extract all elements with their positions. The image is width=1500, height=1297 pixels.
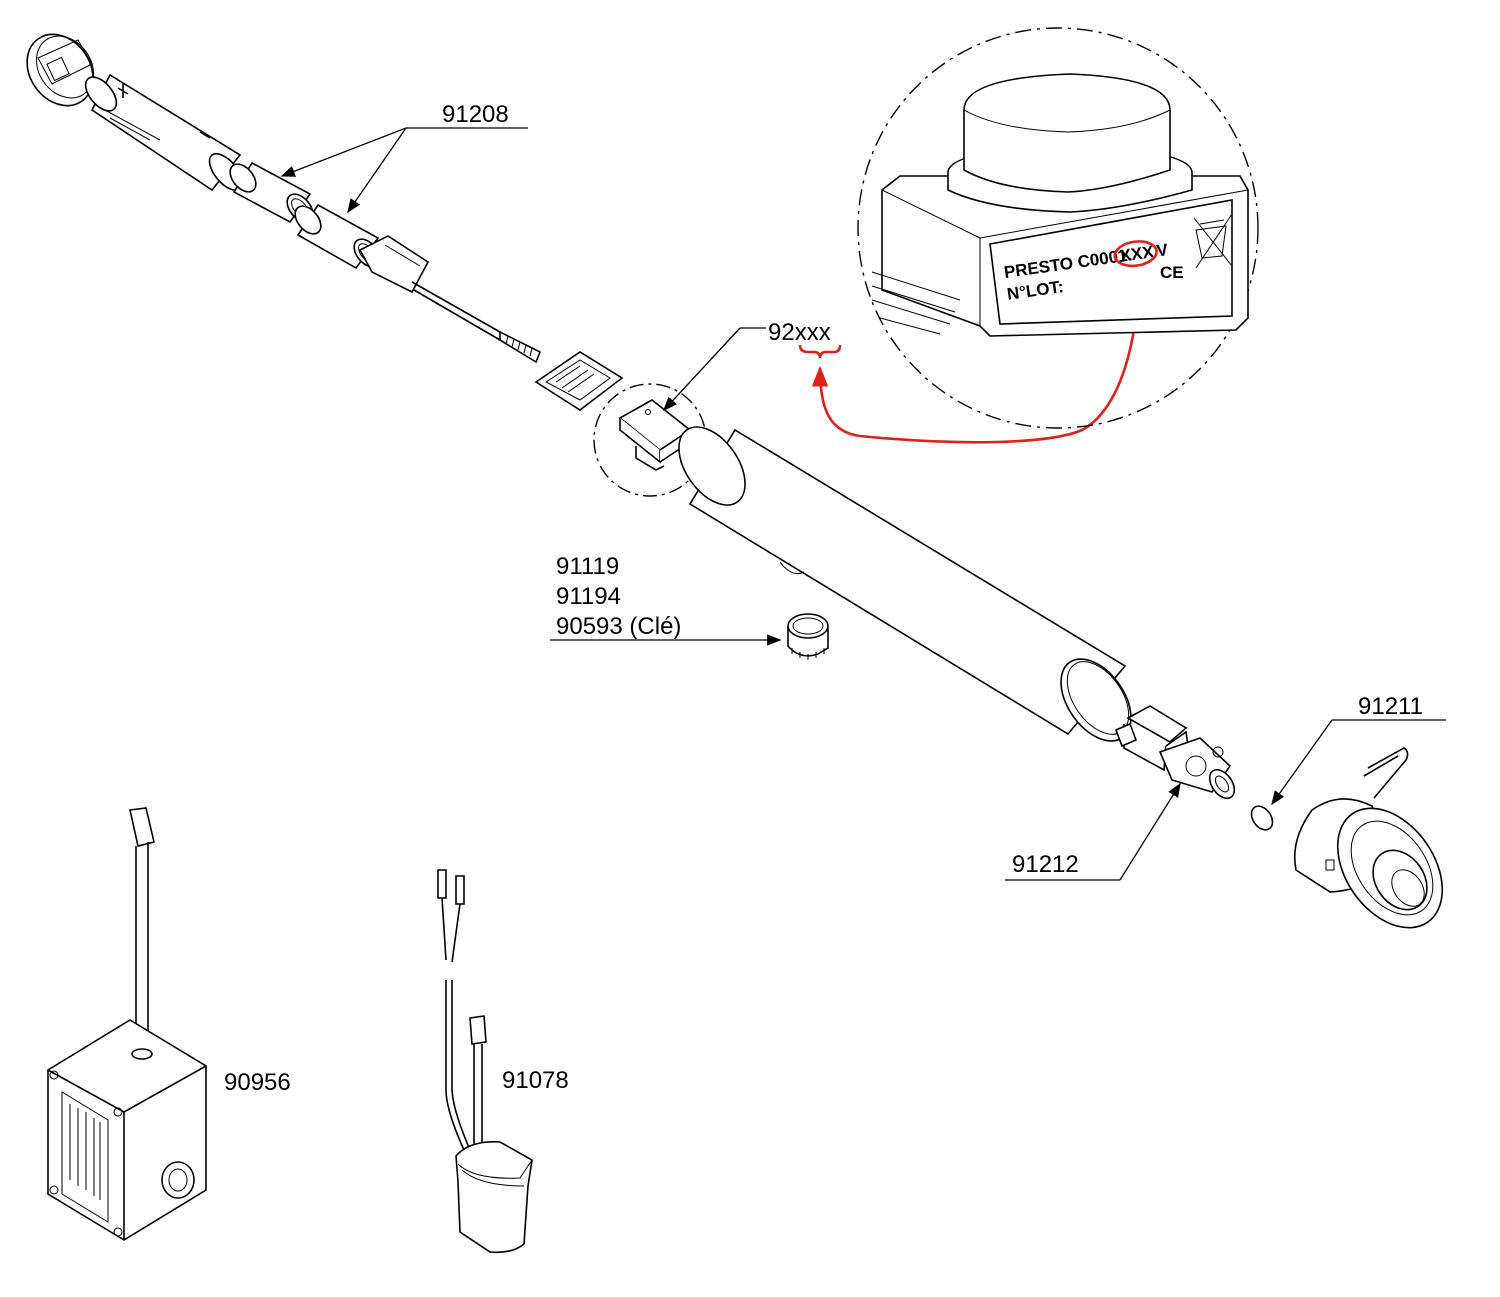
- label-91119: 91119: [556, 553, 619, 580]
- weee-crossed-bin-icon: [1193, 213, 1233, 269]
- battery-1: [229, 161, 314, 224]
- label-91212: 91212: [1012, 851, 1079, 878]
- callout-91212: 91212: [1005, 782, 1181, 881]
- label-91211: 91211: [1358, 693, 1423, 720]
- battery-holder: [84, 73, 244, 192]
- plate-suffix: V: [1155, 240, 1170, 260]
- callout-91211: 91211: [1271, 693, 1446, 806]
- label-91208: 91208: [442, 101, 509, 128]
- plate-code: XXX: [1119, 242, 1156, 266]
- battery-connector: [358, 235, 542, 364]
- label-91078: 91078: [502, 1067, 569, 1094]
- connector-plate: [534, 351, 624, 411]
- callout-91119-91194-90593: 91119 91194 90593 (Clé): [550, 553, 782, 646]
- end-cap: [26, 33, 94, 107]
- ce-mark-icon: CE: [1160, 263, 1184, 282]
- label-90593: 90593 (Clé): [556, 613, 681, 640]
- detail-circle-large: [857, 27, 1259, 429]
- solenoid-valve: [1114, 705, 1236, 800]
- label-92xxx: 92xxx: [768, 319, 831, 346]
- retaining-clip: [1363, 747, 1409, 799]
- label-90956: 90956: [224, 1069, 291, 1096]
- battery-pack-leads: [437, 869, 533, 1254]
- key-cap: [787, 613, 829, 660]
- outlet-nozzle: [1293, 798, 1444, 929]
- label-91194: 91194: [556, 583, 621, 610]
- callout-91208: 91208: [280, 101, 528, 214]
- o-ring: [1250, 805, 1274, 831]
- transformer-box: [47, 807, 207, 1241]
- main-body-tube: [678, 426, 1132, 742]
- callout-92xxx: 92xxx: [663, 319, 842, 412]
